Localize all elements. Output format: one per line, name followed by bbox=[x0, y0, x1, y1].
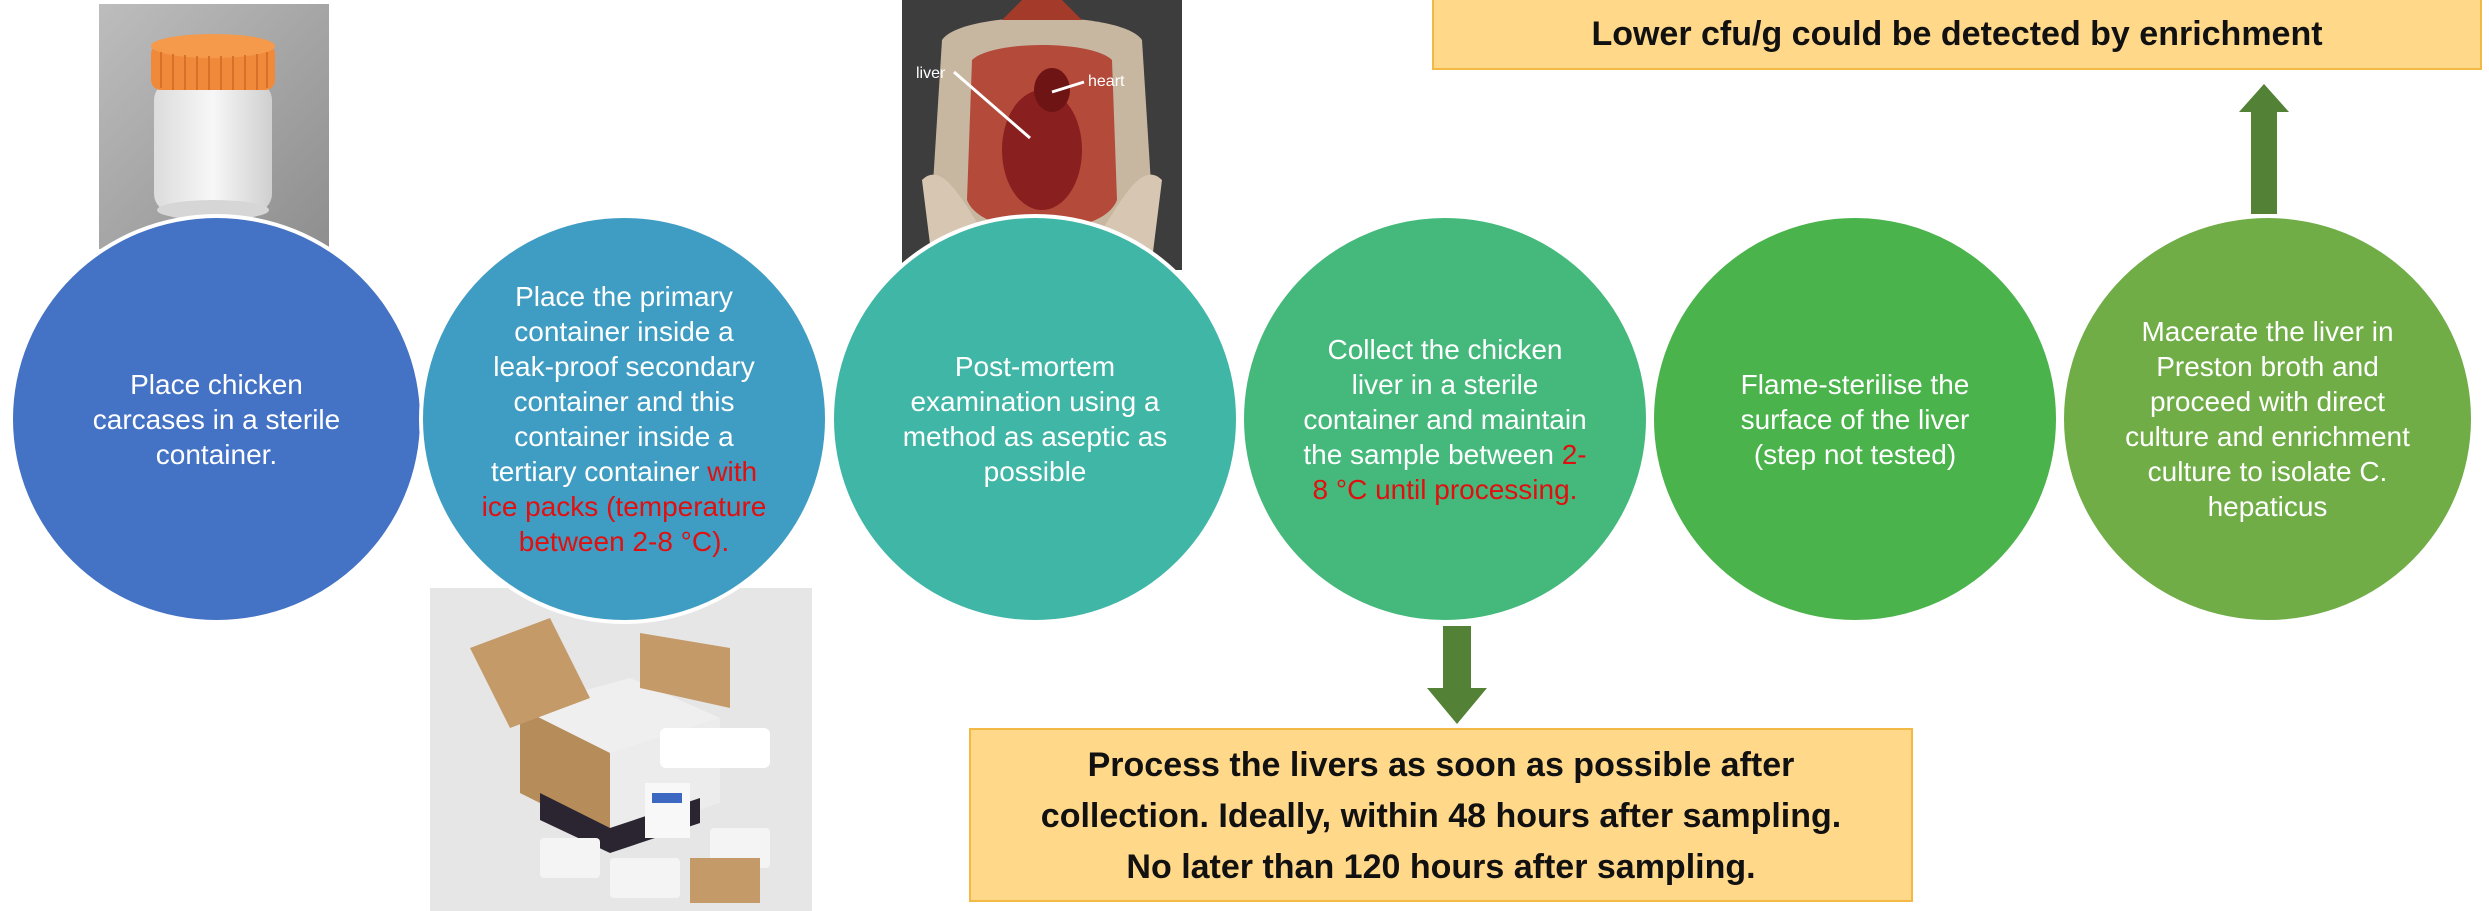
enrichment-note-text: Lower cfu/g could be detected by enrichm… bbox=[1591, 15, 2322, 53]
enrichment-note: Lower cfu/g could be detected by enrichm… bbox=[1432, 0, 2482, 70]
down-arrow-icon bbox=[1427, 626, 1487, 726]
processing-note: Process the livers as soon as possible a… bbox=[969, 728, 1913, 902]
step-circle-5: Flame-sterilise the surface of the liver… bbox=[1650, 214, 2060, 624]
step-1-text: Place chicken carcases in a sterile cont… bbox=[71, 367, 362, 472]
step-3-text: Post-mortem examination using a method a… bbox=[892, 349, 1178, 489]
shipping-box-photo bbox=[430, 588, 812, 911]
processing-note-line-1: Process the livers as soon as possible a… bbox=[971, 740, 1911, 791]
heart-label: heart bbox=[1088, 73, 1125, 90]
processing-note-line-3: No later than 120 hours after sampling. bbox=[971, 842, 1911, 893]
step-circle-1: Place chicken carcases in a sterile cont… bbox=[9, 214, 424, 624]
step-6-text: Macerate the liver in Preston broth and … bbox=[2122, 314, 2413, 524]
processing-note-line-2: collection. Ideally, within 48 hours aft… bbox=[971, 791, 1911, 842]
step-circle-3: Post-mortem examination using a method a… bbox=[830, 214, 1240, 624]
up-arrow-icon bbox=[2239, 84, 2289, 214]
step-5-text: Flame-sterilise the surface of the liver… bbox=[1712, 367, 1998, 472]
step-4-text: Collect the chicken liver in a sterile c… bbox=[1303, 334, 1586, 470]
container-jar-photo bbox=[99, 4, 329, 249]
step-circle-2: Place the primary container inside a lea… bbox=[419, 214, 829, 624]
step-circle-6: Macerate the liver in Preston broth and … bbox=[2060, 214, 2475, 624]
liver-label: liver bbox=[916, 65, 946, 82]
step-circle-4: Collect the chicken liver in a sterile c… bbox=[1240, 214, 1650, 624]
